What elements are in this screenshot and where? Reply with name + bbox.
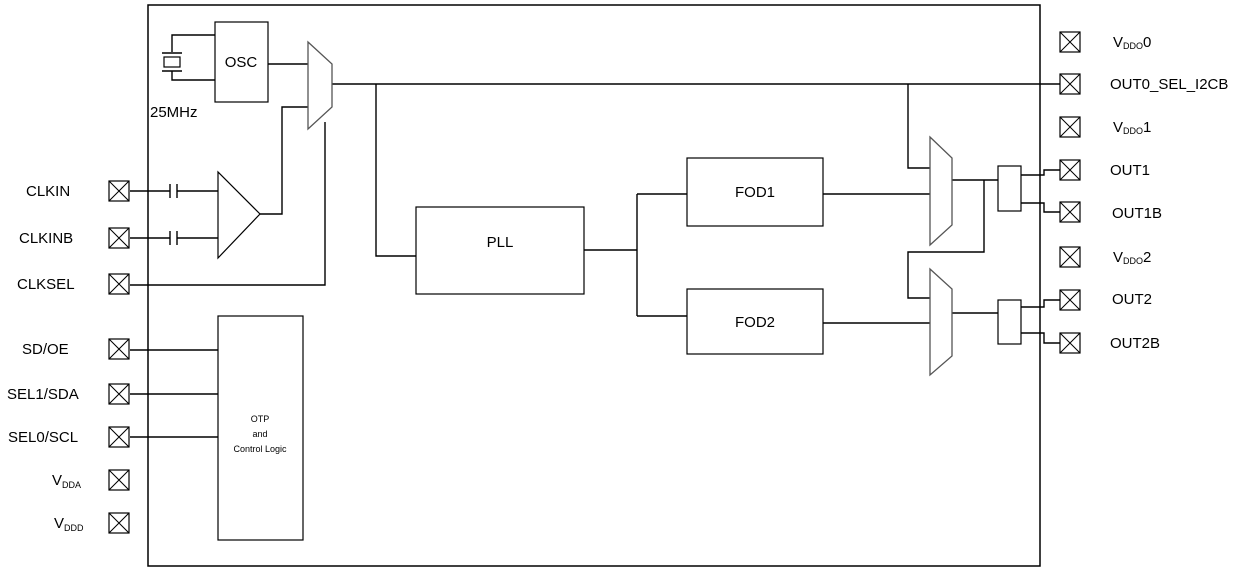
pll-label: PLL xyxy=(487,234,514,251)
fod1-block xyxy=(686,157,824,227)
otp-control-block xyxy=(217,315,304,541)
pin-label-vddd: VDDD xyxy=(54,515,84,533)
clkinb-capacitor xyxy=(169,231,178,245)
pin-icon xyxy=(1059,31,1081,53)
pin-icon xyxy=(108,273,130,295)
clkin-capacitor xyxy=(169,184,178,198)
pin-label-clksel: CLKSEL xyxy=(17,276,75,293)
pin-icon xyxy=(108,338,130,360)
wires xyxy=(130,34,1060,438)
output-buffer-2 xyxy=(997,299,1022,345)
pin-label-out1: OUT1 xyxy=(1110,162,1150,179)
pin-label-out2: OUT2 xyxy=(1112,291,1152,308)
pin-icon xyxy=(1059,201,1081,223)
crystal-frequency-label: 25MHz xyxy=(150,104,198,121)
pin-icon xyxy=(1059,116,1081,138)
pin-label-vddo1: VDDO1 xyxy=(1113,119,1151,136)
output-buffer-1 xyxy=(997,165,1022,212)
pin-label-out2b: OUT2B xyxy=(1110,335,1160,352)
pin-icon xyxy=(108,227,130,249)
osc-label: OSC xyxy=(225,54,258,71)
pin-icon xyxy=(1059,73,1081,95)
pin-icon xyxy=(1059,246,1081,268)
pin-label-sel1: SEL1/SDA xyxy=(7,386,79,403)
crystal-icon xyxy=(162,52,182,72)
otp-label-line3: Control Logic xyxy=(233,444,287,454)
pin-icon xyxy=(1059,332,1081,354)
pin-label-out1b: OUT1B xyxy=(1112,205,1162,222)
pin-icon xyxy=(108,512,130,534)
input-mux xyxy=(307,40,333,131)
output-mux-1 xyxy=(929,135,953,247)
pin-icon xyxy=(108,383,130,405)
pin-label-out0: OUT0_SEL_I2CB xyxy=(1110,76,1228,93)
output-mux-2 xyxy=(929,267,953,377)
fod2-block xyxy=(686,288,824,355)
pin-label-sdoe: SD/OE xyxy=(22,341,69,358)
pin-label-vddo2: VDDO2 xyxy=(1113,249,1151,266)
pin-icon xyxy=(1059,159,1081,181)
pin-label-clkin: CLKIN xyxy=(26,183,70,200)
pin-label-vddo0: VDDO0 xyxy=(1113,34,1151,51)
pll-block xyxy=(415,206,585,295)
pin-icon xyxy=(108,180,130,202)
fod1-label: FOD1 xyxy=(735,184,775,201)
otp-label-line1: OTP xyxy=(251,414,270,424)
fod2-label: FOD2 xyxy=(735,314,775,331)
pin-icon xyxy=(108,469,130,491)
pin-label-sel0: SEL0/SCL xyxy=(8,429,78,446)
pin-icon xyxy=(108,426,130,448)
pin-label-clkinb: CLKINB xyxy=(19,230,73,247)
pin-icon xyxy=(1059,289,1081,311)
input-buffer xyxy=(217,170,261,260)
pin-label-vdda: VDDA xyxy=(52,472,81,490)
otp-label-line2: and xyxy=(252,429,267,439)
osc-block xyxy=(214,21,269,103)
